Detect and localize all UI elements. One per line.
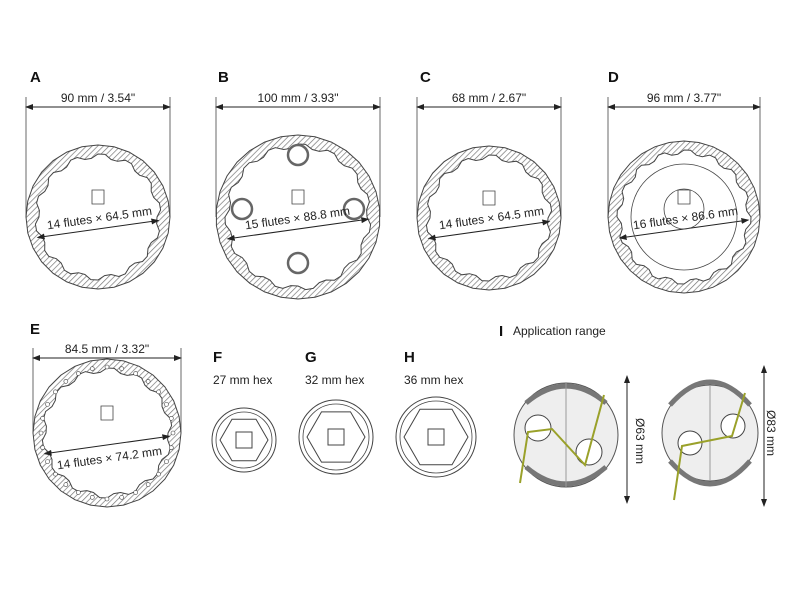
inner-dimension-arrow	[43, 434, 171, 456]
rivet-icon	[45, 459, 50, 464]
pulley-icon	[524, 414, 552, 442]
inner-dimension-arrow	[226, 217, 370, 241]
square-drive-icon	[427, 428, 445, 446]
rivet-icon	[119, 495, 124, 500]
square-drive-icon	[291, 189, 305, 205]
rivet-icon	[38, 430, 44, 436]
socket-rim	[302, 403, 370, 471]
outer-diameter-label: 100 mm / 3.93"	[258, 91, 339, 105]
app-max-wrench	[661, 379, 759, 501]
rivet-icon	[164, 402, 169, 407]
hex-icon	[403, 408, 469, 466]
rivet-icon	[45, 402, 50, 407]
inner-dimension-arrow	[427, 219, 551, 241]
rivet-icon	[156, 471, 161, 477]
square-drive-icon	[91, 189, 105, 205]
square-drive-icon	[482, 190, 496, 206]
rivet-icon	[76, 490, 81, 495]
rivet-icon	[133, 490, 138, 495]
max-diameter-label: Ø83 mm	[764, 410, 778, 456]
label-letter: A	[30, 69, 41, 86]
rivet-icon	[133, 371, 138, 376]
socket-g: G 32 mm hex	[305, 349, 364, 387]
hole-icon	[286, 251, 310, 275]
rivet-icon	[63, 482, 69, 487]
label-letter: B	[218, 69, 229, 86]
rivet-icon	[170, 430, 176, 436]
socket-rim	[399, 400, 473, 474]
rivet-icon	[119, 366, 124, 371]
strap	[519, 394, 605, 484]
rivet-icon	[104, 496, 110, 502]
wrench-flute-profile	[224, 143, 372, 291]
rivet-icon	[63, 379, 69, 384]
rivet-icon	[40, 416, 45, 421]
socket-outer	[211, 407, 277, 473]
square-drive-icon	[677, 189, 691, 205]
strap	[673, 392, 746, 501]
label-letter: I	[499, 323, 503, 340]
application-title: Application range	[513, 324, 606, 338]
app-min-wrench	[513, 382, 619, 488]
rivet-icon	[169, 445, 174, 450]
rivet-icon	[76, 371, 81, 376]
hex-label: 32 mm hex	[305, 373, 364, 387]
hole-icon	[230, 197, 254, 221]
hex-icon	[219, 418, 269, 462]
upper-jaw	[668, 379, 752, 407]
label-letter: G	[305, 349, 317, 366]
hole-icon	[286, 143, 310, 167]
hex-label: 27 mm hex	[213, 373, 272, 387]
label-letter: D	[608, 69, 619, 86]
rivet-icon	[169, 416, 174, 421]
inner-dimension-arrow	[36, 218, 160, 240]
rivet-icon	[104, 364, 110, 370]
wrench-flute-profile	[34, 153, 162, 281]
application-range: I Application range Ø63 mm Ø83 mm	[499, 323, 778, 464]
rivet-icon	[90, 366, 95, 371]
min-diameter-label: Ø63 mm	[633, 418, 647, 464]
socket-f: F 27 mm hex	[213, 349, 272, 387]
outer-diameter-label: 90 mm / 3.54"	[61, 91, 135, 105]
hole-icon	[342, 197, 366, 221]
rivet-icon	[156, 389, 161, 395]
square-drive-icon	[235, 431, 253, 449]
label-letter: F	[213, 349, 222, 366]
square-drive-icon	[100, 405, 114, 421]
hex-label: 36 mm hex	[404, 373, 463, 387]
square-drive-icon	[327, 428, 345, 446]
wrench-flute-profile	[425, 154, 553, 282]
socket-outer	[298, 399, 374, 475]
center-boss	[663, 188, 705, 230]
inner-ring	[630, 163, 738, 271]
rivet-icon	[145, 379, 151, 384]
outer-diameter-label: 68 mm / 2.67"	[452, 91, 526, 105]
label-letter: C	[420, 69, 431, 86]
rivet-icon	[164, 459, 169, 464]
pulley-icon	[720, 413, 746, 439]
rivet-icon	[145, 482, 151, 487]
rivet-icon	[90, 495, 95, 500]
hex-icon	[306, 411, 366, 463]
rivet-icon	[53, 471, 58, 477]
wrench-flute-profile	[616, 149, 752, 285]
label-letter: H	[404, 349, 415, 366]
outer-diameter-label: 84.5 mm / 3.32"	[65, 342, 149, 356]
rivet-icon	[53, 389, 58, 395]
socket-rim	[215, 411, 273, 469]
socket-h: H 36 mm hex	[404, 349, 463, 387]
rivet-icon	[40, 445, 45, 450]
outer-diameter-label: 96 mm / 3.77"	[647, 91, 721, 105]
label-letter: E	[30, 321, 40, 338]
